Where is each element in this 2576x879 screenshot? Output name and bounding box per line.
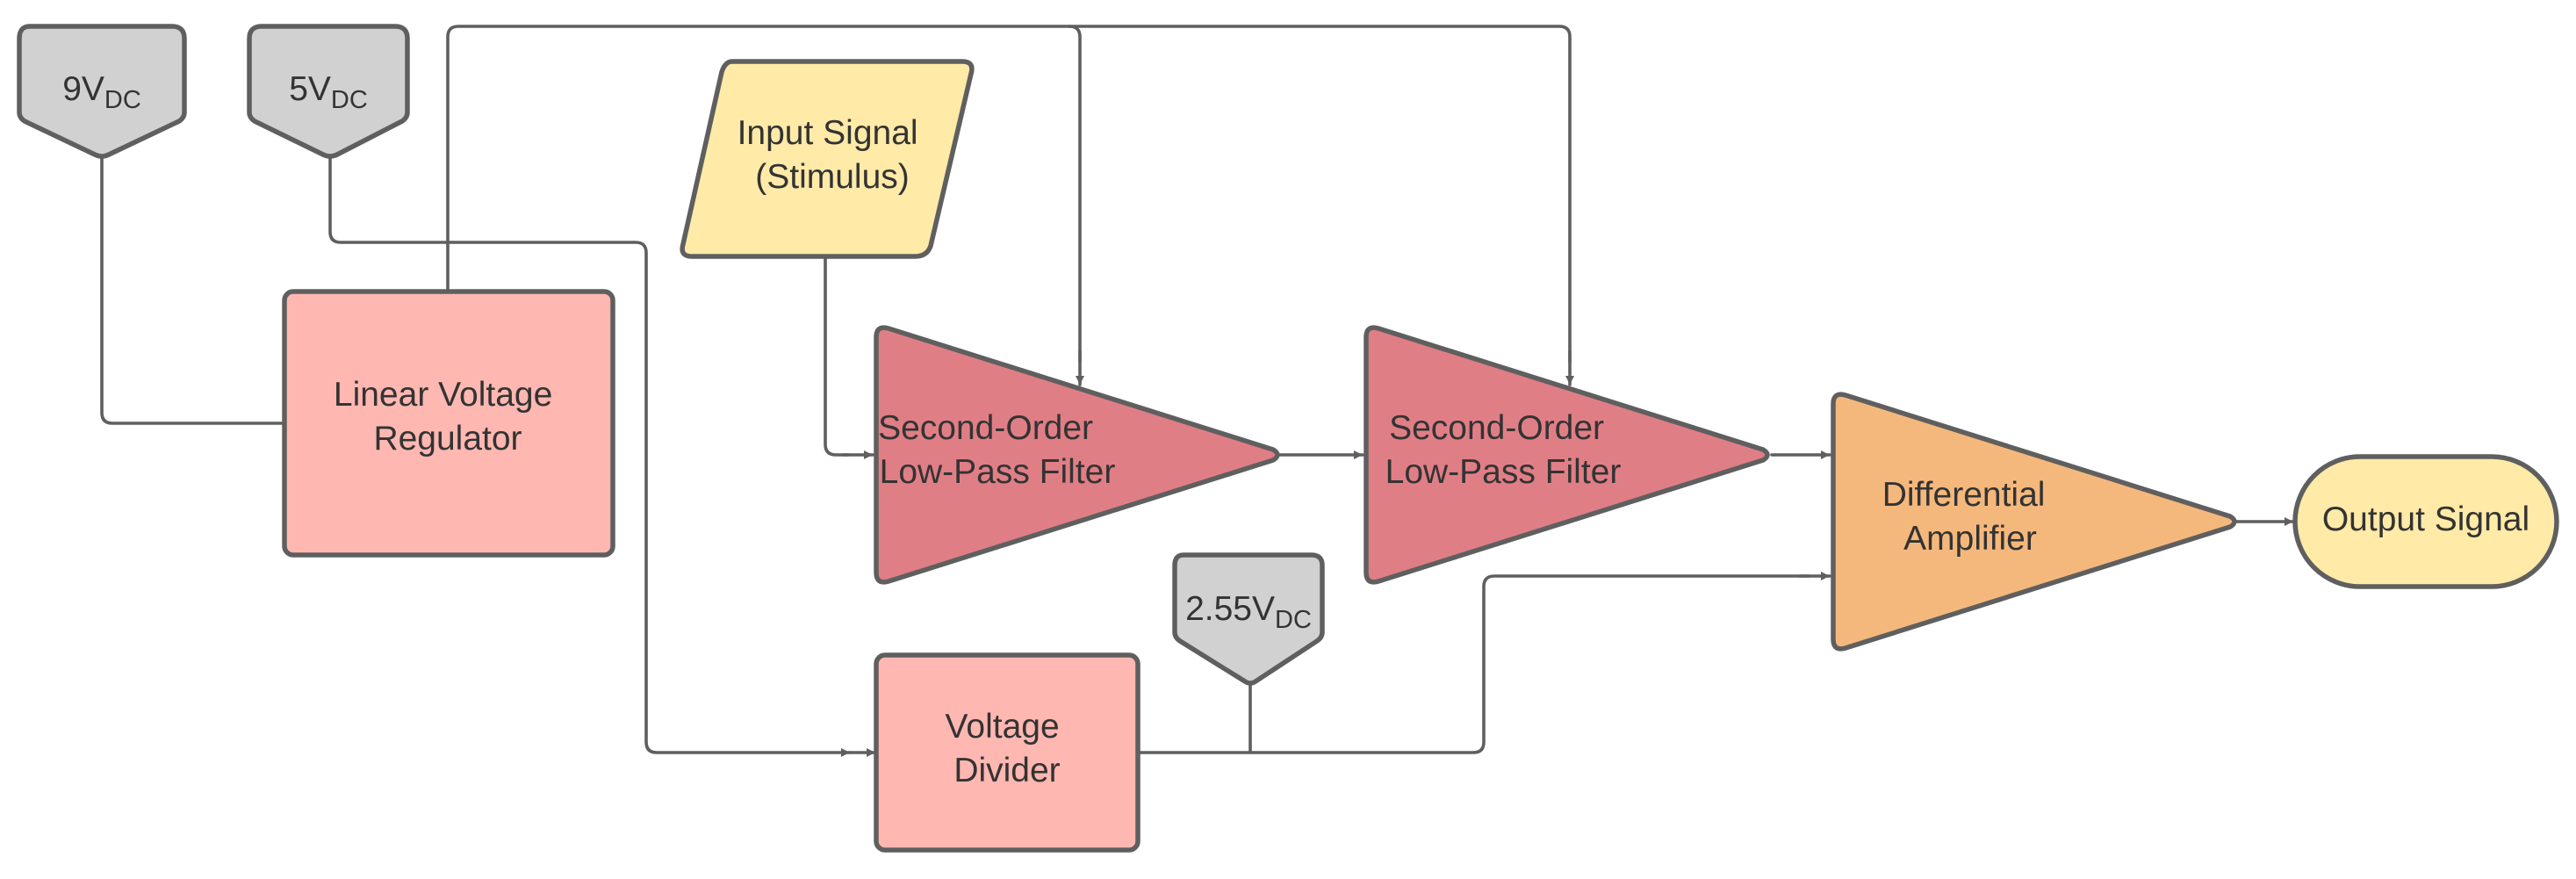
supply-2v55-label: 2.55VDC <box>1185 590 1312 634</box>
supply-9v-node[interactable]: 9VDC <box>17 24 187 159</box>
supply-5v-main: 5V <box>289 70 331 108</box>
divider-label-line2: Divider <box>953 752 1060 789</box>
filter1-label-line1: Second-Order <box>878 409 1093 447</box>
wire-input-to-filter1 <box>824 255 850 457</box>
supply-9v-main: 9V <box>62 70 104 108</box>
filter1-label-line2: Low-Pass Filter <box>880 453 1116 491</box>
input-signal-label-line2: (Stimulus) <box>755 158 910 196</box>
filter2-triangle <box>1364 325 1770 585</box>
amplifier-label-line2: Amplifier <box>1903 520 2037 558</box>
amplifier-label-line1: Differential <box>1882 476 2046 514</box>
regulator-node[interactable]: Linear Voltage Regulator <box>282 289 615 558</box>
supply-2v55-sub: DC <box>1275 606 1312 634</box>
input-signal-label: Input Signal (Stimulus) <box>738 114 928 196</box>
output-signal-label: Output Signal <box>2322 501 2529 538</box>
supply-9v-sub: DC <box>104 86 141 114</box>
wire-regulator-to-filter2 <box>1068 25 1572 364</box>
input-signal-node[interactable]: Input Signal (Stimulus) <box>680 59 975 259</box>
divider-label-line1: Voltage <box>946 708 1060 746</box>
filter2-label-line2: Low-Pass Filter <box>1385 453 1622 491</box>
regulator-label-line2: Regulator <box>373 420 522 458</box>
output-signal-node[interactable]: Output Signal <box>2292 454 2559 589</box>
input-signal-label-line1: Input Signal <box>738 114 918 152</box>
supply-5v-label: 5VDC <box>289 70 368 114</box>
regulator-box <box>282 289 615 558</box>
supply-9v-pentagon <box>17 24 187 159</box>
supply-5v-node[interactable]: 5VDC <box>247 24 410 159</box>
input-signal-parallelogram <box>680 59 975 259</box>
wire-5v-to-divider[interactable] <box>328 155 852 757</box>
filter1-triangle <box>874 325 1280 585</box>
supply-5v-sub: DC <box>331 86 368 114</box>
amplifier-node[interactable]: Differential Amplifier <box>1831 392 2237 652</box>
supply-2v55-pentagon <box>1172 552 1325 686</box>
supply-2v55-node[interactable]: 2.55VDC <box>1172 552 1325 686</box>
regulator-label-line1: Linear Voltage <box>334 376 552 414</box>
filter2-node[interactable]: Second-Order Low-Pass Filter <box>1364 325 1770 585</box>
amplifier-triangle <box>1831 392 2237 652</box>
filter2-label: Second-Order Low-Pass Filter <box>1385 409 1622 491</box>
shapes: 9VDC 5VDC Linear Voltage Regulator Input… <box>17 24 2559 853</box>
output-signal-pill <box>2292 454 2559 589</box>
amplifier-label: Differential Amplifier <box>1882 476 2055 558</box>
supply-5v-pentagon <box>247 24 410 159</box>
filter1-label: Second-Order Low-Pass Filter <box>878 409 1115 491</box>
filter2-label-line1: Second-Order <box>1389 409 1604 447</box>
filter1-node[interactable]: Second-Order Low-Pass Filter <box>874 325 1280 585</box>
wire-regulator-to-filter1 <box>446 25 1082 364</box>
supply-2v55-main: 2.55V <box>1185 590 1275 628</box>
divider-box <box>874 652 1140 853</box>
regulator-label: Linear Voltage Regulator <box>334 376 562 458</box>
wire-divider-to-amplifier <box>1138 574 1810 754</box>
divider-label: Voltage Divider <box>946 708 1069 789</box>
connectors <box>100 25 2295 757</box>
supply-9v-label: 9VDC <box>62 70 141 114</box>
divider-node[interactable]: Voltage Divider <box>874 652 1140 853</box>
wire-9v-to-regulator <box>100 155 284 425</box>
